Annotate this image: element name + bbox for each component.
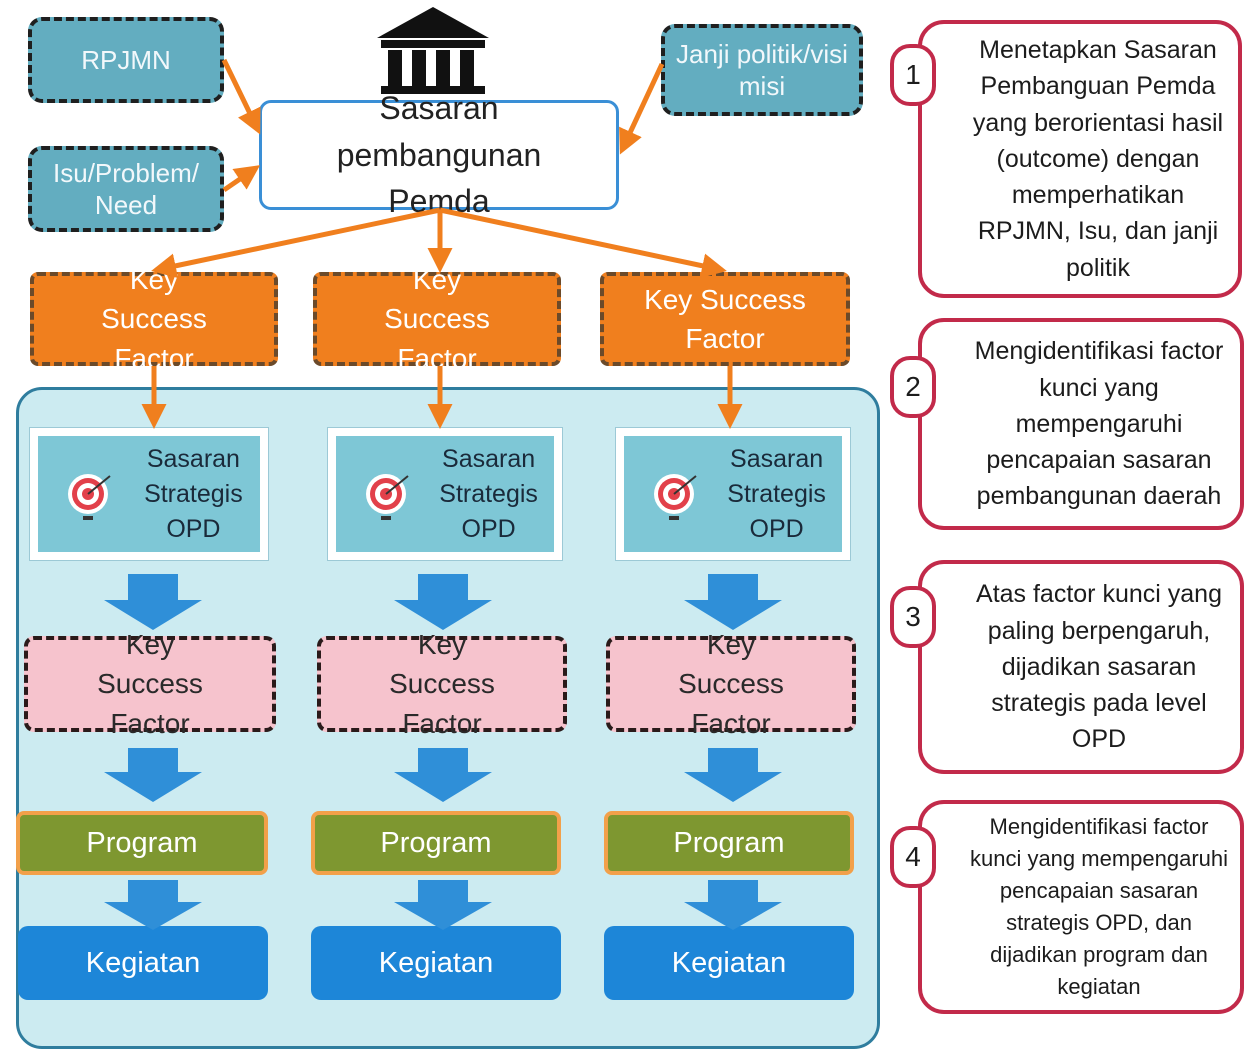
step-2-box: Mengidentifikasi factor kunci yang mempe… <box>918 318 1244 530</box>
step-1-text: Menetapkan Sasaran Pembanguan Pemda yang… <box>972 36 1224 282</box>
step-3-number-label: 3 <box>905 601 921 632</box>
program-3-label: Program <box>673 826 785 859</box>
step-2-number-label: 2 <box>905 371 921 402</box>
sasaran-strategis-opd-1-label: Sasaran Strategis OPD <box>144 444 243 543</box>
arrow-rpjmn-to-goal <box>221 58 261 135</box>
step-3-text: Atas factor kunci yang paling berpengaru… <box>976 580 1222 754</box>
step-2-number: 2 <box>890 356 936 418</box>
ksf-top-2-label: Key Success Factor <box>384 264 490 374</box>
janji-politik-label: Janji politik/visi misi <box>676 38 848 102</box>
program-2: Program <box>311 811 561 875</box>
ksf-bottom-2: Key Success Factor <box>317 629 567 739</box>
target-icon <box>366 474 409 520</box>
sasaran-strategis-opd-3-label: Sasaran Strategis OPD <box>727 444 826 543</box>
sasaran-strategis-opd-3: Sasaran Strategis OPD <box>616 428 850 560</box>
ksf-top-3: Key Success Factor <box>600 272 850 366</box>
step-3-number: 3 <box>890 586 936 648</box>
target-icon <box>68 474 111 520</box>
step-1-box: Menetapkan Sasaran Pembanguan Pemda yang… <box>918 20 1242 298</box>
kegiatan-3-label: Kegiatan <box>671 946 787 979</box>
sasaran-strategis-opd-1: Sasaran Strategis OPD <box>30 428 268 560</box>
step-3-box: Atas factor kunci yang paling berpengaru… <box>918 560 1244 774</box>
program-2-label: Program <box>380 826 492 859</box>
step-4-box: Mengidentifikasi factor kunci yang mempe… <box>918 800 1244 1014</box>
sasaran-pembangunan-pemda-box: Sasaran pembangunan Pemda <box>259 90 619 219</box>
ksf-bottom-3: Key Success Factor <box>606 629 856 739</box>
kegiatan-2-label: Kegiatan <box>378 946 494 979</box>
kegiatan-2: Kegiatan <box>311 926 561 1000</box>
step-4-number-label: 4 <box>905 841 921 872</box>
isu-problem-need-box: Isu/Problem/ Need <box>28 146 224 232</box>
step-1-number: 1 <box>890 44 936 106</box>
isu-problem-need-label: Isu/Problem/ Need <box>53 157 199 221</box>
target-icon <box>654 474 697 520</box>
arrow-isu-to-goal <box>222 165 261 193</box>
sasaran-strategis-opd-2-label: Sasaran Strategis OPD <box>439 444 538 543</box>
ksf-bottom-3-label: Key Success Factor <box>678 629 784 739</box>
kegiatan-1-label: Kegiatan <box>85 946 201 979</box>
program-3: Program <box>604 811 854 875</box>
ksf-top-1: Key Success Factor <box>30 264 278 374</box>
kegiatan-3: Kegiatan <box>604 926 854 1000</box>
rpjmn-label: RPJMN <box>81 44 171 75</box>
ksf-bottom-2-label: Key Success Factor <box>389 629 495 739</box>
janji-politik-box: Janji politik/visi misi <box>661 24 863 116</box>
program-1: Program <box>16 811 268 875</box>
step-2-text: Mengidentifikasi factor kunci yang mempe… <box>974 337 1224 511</box>
ksf-top-3-label: Key Success Factor <box>644 283 806 354</box>
ksf-top-1-label: Key Success Factor <box>101 264 207 374</box>
kegiatan-1: Kegiatan <box>18 926 268 1000</box>
ksf-bottom-1-label: Key Success Factor <box>97 629 203 739</box>
rpjmn-box: RPJMN <box>28 17 224 103</box>
sasaran-pembangunan-pemda-label: Sasaran pembangunan Pemda <box>336 90 542 220</box>
sasaran-strategis-opd-2: Sasaran Strategis OPD <box>328 428 562 560</box>
step-4-text: Mengidentifikasi factor kunci yang mempe… <box>969 814 1229 999</box>
arrow-janji-to-goal <box>619 62 665 155</box>
ksf-top-2: Key Success Factor <box>313 264 561 374</box>
step-4-number: 4 <box>890 826 936 888</box>
program-1-label: Program <box>86 826 198 859</box>
step-1-number-label: 1 <box>905 59 921 90</box>
ksf-bottom-1: Key Success Factor <box>24 629 276 739</box>
